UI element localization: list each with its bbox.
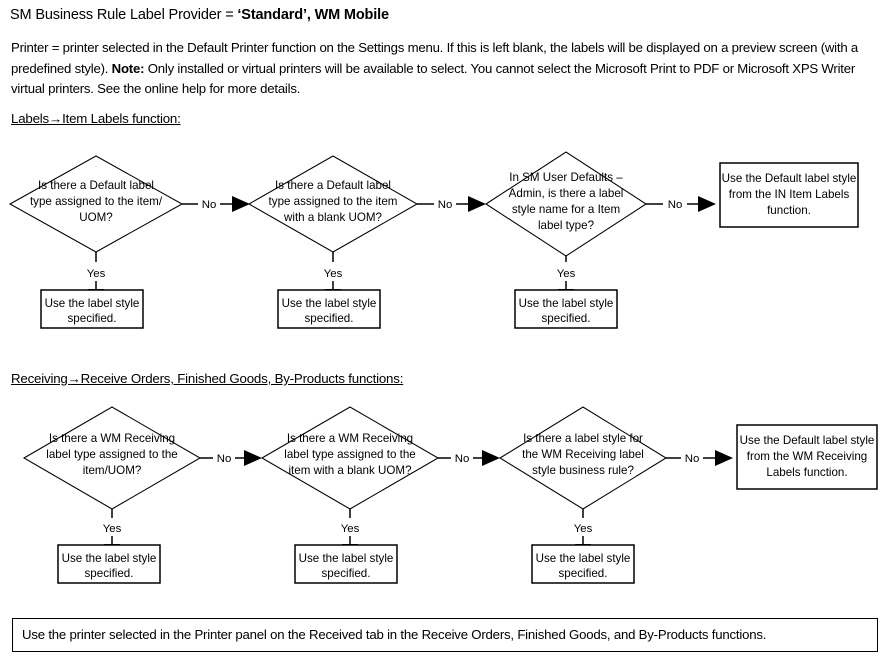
decision-line-2: type assigned to the item — [269, 195, 398, 208]
decision-node-item-labels-default-blank-uom: Is there a Default label type assigned t… — [247, 155, 419, 253]
arrowhead-no-3 — [698, 196, 716, 212]
decision-node-receiving-wm-item-uom: Is there a WM Receiving label type assig… — [22, 406, 202, 510]
result-node-item-labels-3: Use the label style specified. — [514, 289, 618, 329]
terminal-node-item-labels-default: Use the Default label style from the IN … — [719, 162, 859, 228]
terminal-line-1: Use the Default label style — [722, 172, 857, 185]
intro-paragraph: Printer = printer selected in the Defaul… — [11, 38, 889, 100]
edge-label-yes-3: Yes — [557, 268, 576, 280]
result-line-1: Use the label style — [536, 552, 631, 565]
result-line-2: specified. — [322, 567, 371, 580]
section-heading-item-labels: Labels→Item Labels function: — [11, 111, 181, 126]
result-node-receiving-2: Use the label style specified. — [294, 544, 398, 584]
terminal-line-3: Labels function. — [766, 466, 847, 479]
decision-node-receiving-wm-business-rule: Is there a label style for the WM Receiv… — [498, 406, 668, 510]
decision-line-1: Is there a WM Receiving — [49, 432, 175, 445]
arrowhead-no-1 — [232, 196, 250, 212]
flowchart-item-labels: Is there a Default label type assigned t… — [8, 151, 859, 329]
result-line-1: Use the label style — [519, 297, 614, 310]
edge-label-no-1: No — [217, 453, 232, 465]
result-node-item-labels-1: Use the label style specified. — [40, 289, 144, 329]
arrowhead-no-3 — [715, 450, 733, 466]
result-line-1: Use the label style — [62, 552, 157, 565]
result-line-2: specified. — [305, 312, 354, 325]
decision-line-3: style name for a Item — [512, 203, 620, 216]
edge-label-no-2: No — [438, 199, 453, 211]
decision-line-1: In SM User Defaults – — [509, 171, 623, 184]
result-line-1: Use the label style — [45, 297, 140, 310]
edge-label-yes-1: Yes — [87, 268, 106, 280]
decision-line-2: Admin, is there a label — [509, 187, 624, 200]
footer-note-box: Use the printer selected in the Printer … — [12, 618, 878, 652]
intro-text-part2: Only installed or virtual printers will … — [11, 60, 856, 97]
terminal-line-2: from the WM Receiving — [747, 450, 867, 463]
arrowhead-no-2 — [482, 450, 500, 466]
result-line-2: specified. — [559, 567, 608, 580]
edge-label-no-3: No — [685, 453, 700, 465]
terminal-line-1: Use the Default label style — [740, 434, 875, 447]
intro-text-part1: Printer = printer selected in the Defaul… — [11, 40, 858, 76]
arrowhead-no-1 — [244, 450, 262, 466]
result-node-receiving-1: Use the label style specified. — [57, 544, 161, 584]
decision-line-1: Is there a Default label — [38, 179, 154, 192]
decision-line-2: type assigned to the item/ — [30, 195, 163, 208]
decision-line-3: UOM? — [79, 211, 113, 224]
decision-line-1: Is there a Default label — [275, 179, 391, 192]
page-title: SM Business Rule Label Provider = ‘Stand… — [10, 5, 389, 25]
decision-line-2: label type assigned to the — [284, 448, 416, 461]
decision-line-3: style business rule? — [532, 464, 634, 477]
footer-note-text: Use the printer selected in the Printer … — [22, 627, 767, 642]
page-title-bold: ‘Standard’, WM Mobile — [237, 7, 389, 23]
intro-note-label: Note: — [111, 60, 145, 76]
edge-label-no-3: No — [668, 199, 683, 211]
decision-node-receiving-wm-blank-uom: Is there a WM Receiving label type assig… — [260, 406, 440, 510]
edge-label-yes-3: Yes — [574, 523, 593, 535]
edge-label-yes-1: Yes — [103, 523, 122, 535]
arrowhead-no-2 — [468, 196, 486, 212]
result-line-2: specified. — [68, 312, 117, 325]
edge-label-yes-2: Yes — [324, 268, 343, 280]
decision-line-3: item/UOM? — [83, 464, 142, 477]
decision-node-item-labels-user-defaults-admin: In SM User Defaults – Admin, is there a … — [485, 151, 647, 257]
result-node-item-labels-2: Use the label style specified. — [277, 289, 381, 329]
edge-label-no-2: No — [455, 453, 470, 465]
terminal-line-2: from the IN Item Labels — [729, 188, 850, 201]
flowchart-receiving: Is there a WM Receiving label type assig… — [22, 406, 878, 584]
page-title-plain: SM Business Rule Label Provider = — [10, 7, 238, 23]
decision-line-3: item with a blank UOM? — [288, 464, 412, 477]
result-line-2: specified. — [542, 312, 591, 325]
decision-line-2: the WM Receiving label — [522, 448, 644, 461]
section-heading-receiving: Receiving→Receive Orders, Finished Goods… — [11, 371, 404, 386]
decision-line-4: label type? — [538, 219, 595, 232]
result-line-1: Use the label style — [299, 552, 394, 565]
decision-node-item-labels-default-item-uom: Is there a Default label type assigned t… — [8, 155, 184, 253]
edge-label-yes-2: Yes — [341, 523, 360, 535]
terminal-node-receiving-default: Use the Default label style from the WM … — [736, 424, 878, 490]
result-line-2: specified. — [85, 567, 134, 580]
edge-label-no-1: No — [202, 199, 217, 211]
result-node-receiving-3: Use the label style specified. — [531, 544, 635, 584]
result-line-1: Use the label style — [282, 297, 377, 310]
decision-line-2: label type assigned to the — [46, 448, 178, 461]
decision-line-3: with a blank UOM? — [283, 211, 382, 224]
decision-line-1: Is there a label style for — [523, 432, 643, 445]
terminal-line-3: function. — [767, 204, 811, 217]
decision-line-1: Is there a WM Receiving — [287, 432, 413, 445]
